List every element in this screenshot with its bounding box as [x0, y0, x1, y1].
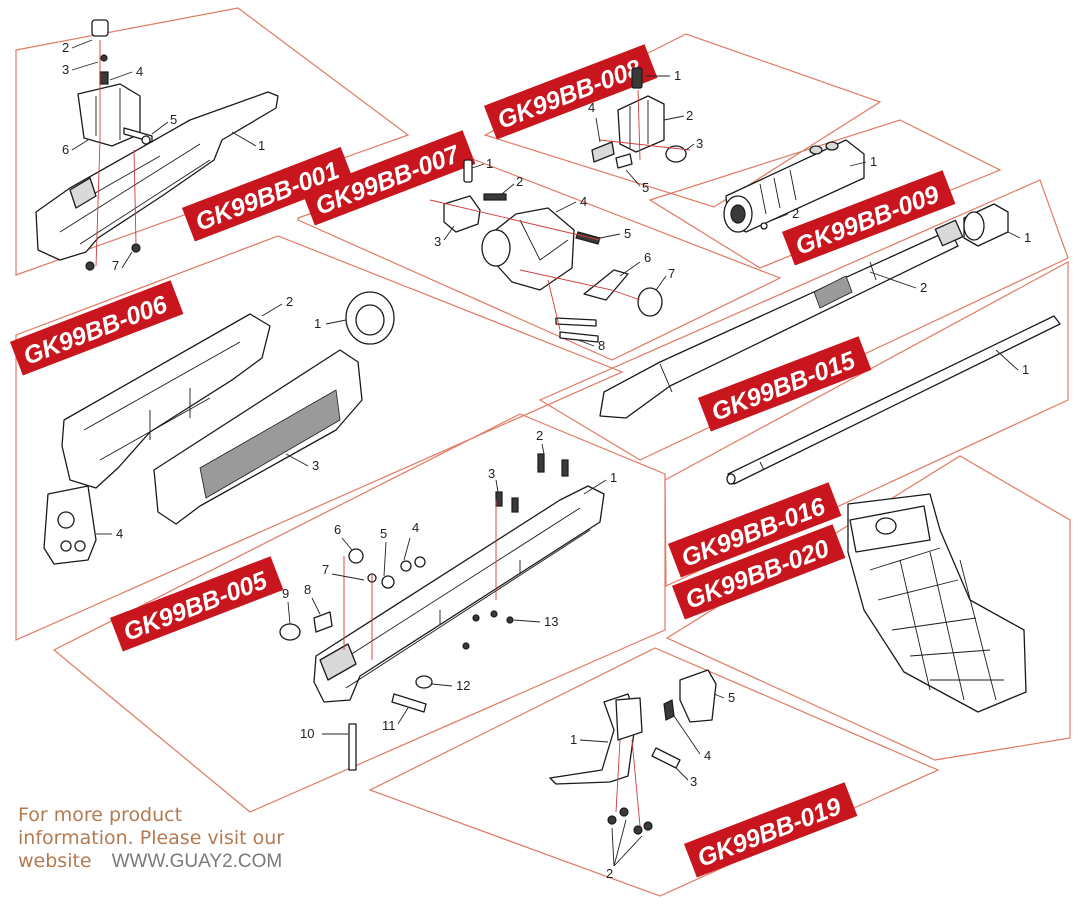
- panel-outline-019: [368, 647, 940, 897]
- callout-005-8: 8: [304, 582, 311, 597]
- callout-005-10: 10: [300, 726, 314, 741]
- callout-005-2: 2: [536, 428, 543, 443]
- panel-outline-015: [538, 179, 1069, 461]
- panel-outline-016: [664, 260, 1069, 587]
- callouts-015: 1 2: [869, 230, 1031, 295]
- callout-008-3: 3: [696, 136, 703, 151]
- illustration-top-cover: [35, 19, 279, 271]
- callout-001-6: 6: [62, 142, 69, 157]
- callout-005-1: 1: [610, 470, 617, 485]
- callout-006-3: 3: [312, 458, 319, 473]
- callout-019-1: 1: [570, 732, 577, 747]
- callout-007-1: 1: [486, 156, 493, 171]
- callout-005-3: 3: [488, 466, 495, 481]
- footer-website-label: website: [18, 850, 92, 872]
- callout-006-4: 4: [116, 526, 123, 541]
- callout-001-4: 4: [136, 64, 143, 79]
- callouts-019: 1 2 3 4 5: [570, 690, 735, 881]
- callout-005-6: 6: [334, 522, 341, 537]
- callout-007-2: 2: [516, 174, 523, 189]
- callout-007-5: 5: [624, 226, 631, 241]
- callout-009-2: 2: [792, 206, 799, 221]
- callout-015-1: 1: [1024, 230, 1031, 245]
- callouts-016: 1: [995, 349, 1029, 377]
- illustration-gas-block: [429, 159, 663, 343]
- illustration-handguards: [43, 291, 395, 565]
- callout-005-13: 13: [544, 614, 558, 629]
- footer-line-1: For more product: [18, 804, 183, 826]
- callout-019-3: 3: [690, 774, 697, 789]
- illustration-front-sight: [591, 67, 691, 169]
- tag-gk99bb-019: GK99BB-019: [683, 782, 858, 878]
- callout-005-5: 5: [380, 526, 387, 541]
- callout-001-7: 7: [112, 258, 119, 273]
- callouts-001: 2 3 4 5 6 1 7: [62, 39, 265, 273]
- callout-007-6: 6: [644, 250, 651, 265]
- callout-001-3: 3: [62, 62, 69, 77]
- callout-008-4: 4: [588, 100, 595, 115]
- callouts-007: 1 2 3 4 5 6 7 8: [434, 156, 675, 353]
- callout-019-2: 2: [606, 866, 613, 881]
- illustration-muzzle-brake: [723, 139, 865, 233]
- callout-007-8: 8: [598, 338, 605, 353]
- callout-008-1: 1: [674, 68, 681, 83]
- callout-019-5: 5: [728, 690, 735, 705]
- illustration-cleaning-rod: [726, 315, 1061, 485]
- footer-note: For more product information. Please vis…: [18, 804, 348, 873]
- website-url[interactable]: WWW.GUAY2.COM: [111, 851, 283, 872]
- callout-008-5: 5: [642, 180, 649, 195]
- panel-outline-020: [665, 455, 1071, 761]
- tag-gk99bb-005: GK99BB-005: [109, 556, 284, 652]
- callouts-006: 1 2 3 4: [96, 294, 347, 541]
- callout-005-12: 12: [456, 678, 470, 693]
- callout-001-5: 5: [170, 112, 177, 127]
- panel-outline-005: [52, 413, 666, 813]
- panel-outline-006: [15, 235, 624, 641]
- callout-005-7: 7: [322, 562, 329, 577]
- callout-005-11: 11: [382, 718, 396, 733]
- callouts-009: 1 2: [767, 154, 877, 223]
- callouts-008: 1 2 3 4 5: [588, 68, 703, 195]
- callout-016-1: 1: [1022, 362, 1029, 377]
- callout-006-2: 2: [286, 294, 293, 309]
- footer-line-2: information. Please visit our: [18, 827, 285, 849]
- callout-009-1: 1: [870, 154, 877, 169]
- callout-001-1: 1: [258, 138, 265, 153]
- callout-005-4: 4: [412, 520, 419, 535]
- illustration-barrel: [599, 203, 1009, 419]
- callout-015-2: 2: [920, 280, 927, 295]
- illustration-trigger-guard: [549, 669, 717, 835]
- callout-001-2: 2: [62, 40, 69, 55]
- callout-006-1: 1: [314, 316, 321, 331]
- callout-007-4: 4: [580, 194, 587, 209]
- panel-outline-001: [15, 7, 410, 276]
- illustration-magazine: [847, 493, 1027, 713]
- callout-008-2: 2: [686, 108, 693, 123]
- callout-007-7: 7: [668, 266, 675, 281]
- callouts-005: 1 2 3 4 5 6 7 8 9 10 11 12 13: [282, 428, 617, 741]
- footer-line-3: website WWW.GUAY2.COM: [18, 850, 348, 873]
- callout-007-3: 3: [434, 234, 441, 249]
- illustration-receiver: [279, 453, 605, 771]
- callout-005-9: 9: [282, 586, 289, 601]
- callout-019-4: 4: [704, 748, 711, 763]
